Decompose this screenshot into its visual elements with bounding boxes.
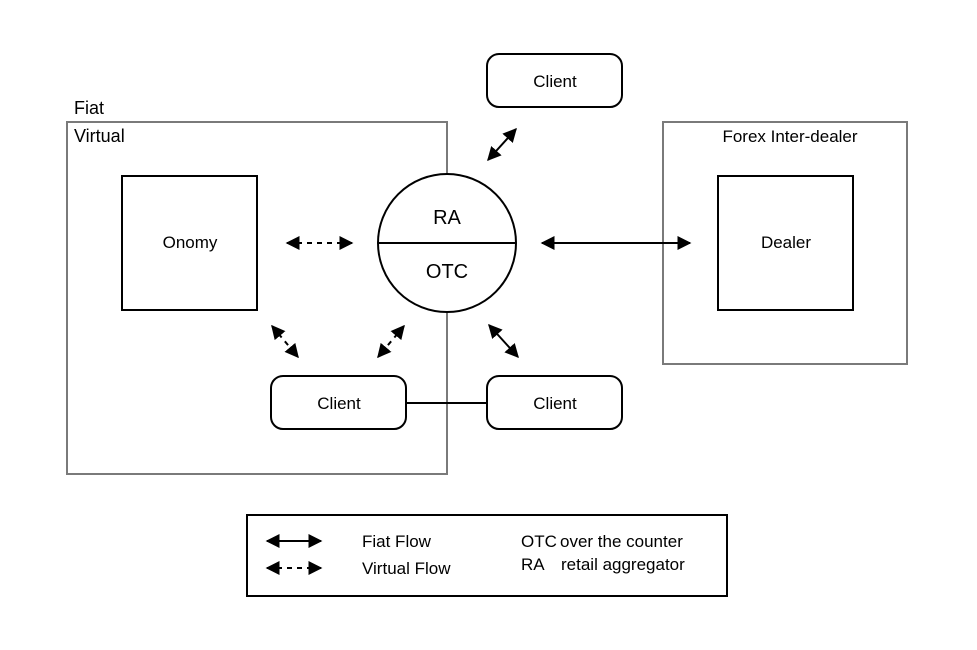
otc-label: OTC [426, 261, 468, 283]
virtual-flow-ra-client [377, 324, 405, 359]
dealer-label: Dealer [761, 233, 811, 252]
fiat-flow-ra-client-right [488, 323, 519, 359]
legend-virtual-label: Virtual Flow [362, 559, 451, 578]
fiat-label: Fiat [74, 98, 104, 118]
legend-fiat-label: Fiat Flow [362, 532, 432, 551]
virtual-label: Virtual [74, 126, 125, 146]
legend-ra-definition: retail aggregator [561, 555, 685, 574]
legend-otc-definition: over the counter [560, 532, 683, 551]
client-left-label: Client [317, 394, 361, 413]
onomy-node [121, 175, 258, 311]
legend-ra-abbr: RA [521, 555, 545, 574]
onomy-label: Onomy [163, 233, 218, 252]
legend: Fiat Flow Virtual Flow OTC over the coun… [246, 514, 728, 597]
ra-label: RA [433, 207, 461, 229]
dealer-node [717, 175, 854, 311]
client-right-label: Client [533, 394, 577, 413]
legend-box [246, 514, 728, 597]
virtual-flow-onomy-client [271, 324, 299, 359]
client-top-label: Client [533, 72, 577, 91]
fiat-flow-ra-client-top [487, 127, 517, 162]
client-top-node [486, 53, 623, 108]
forex-label: Forex Inter-dealer [722, 127, 857, 146]
legend-otc-abbr: OTC [521, 532, 557, 551]
